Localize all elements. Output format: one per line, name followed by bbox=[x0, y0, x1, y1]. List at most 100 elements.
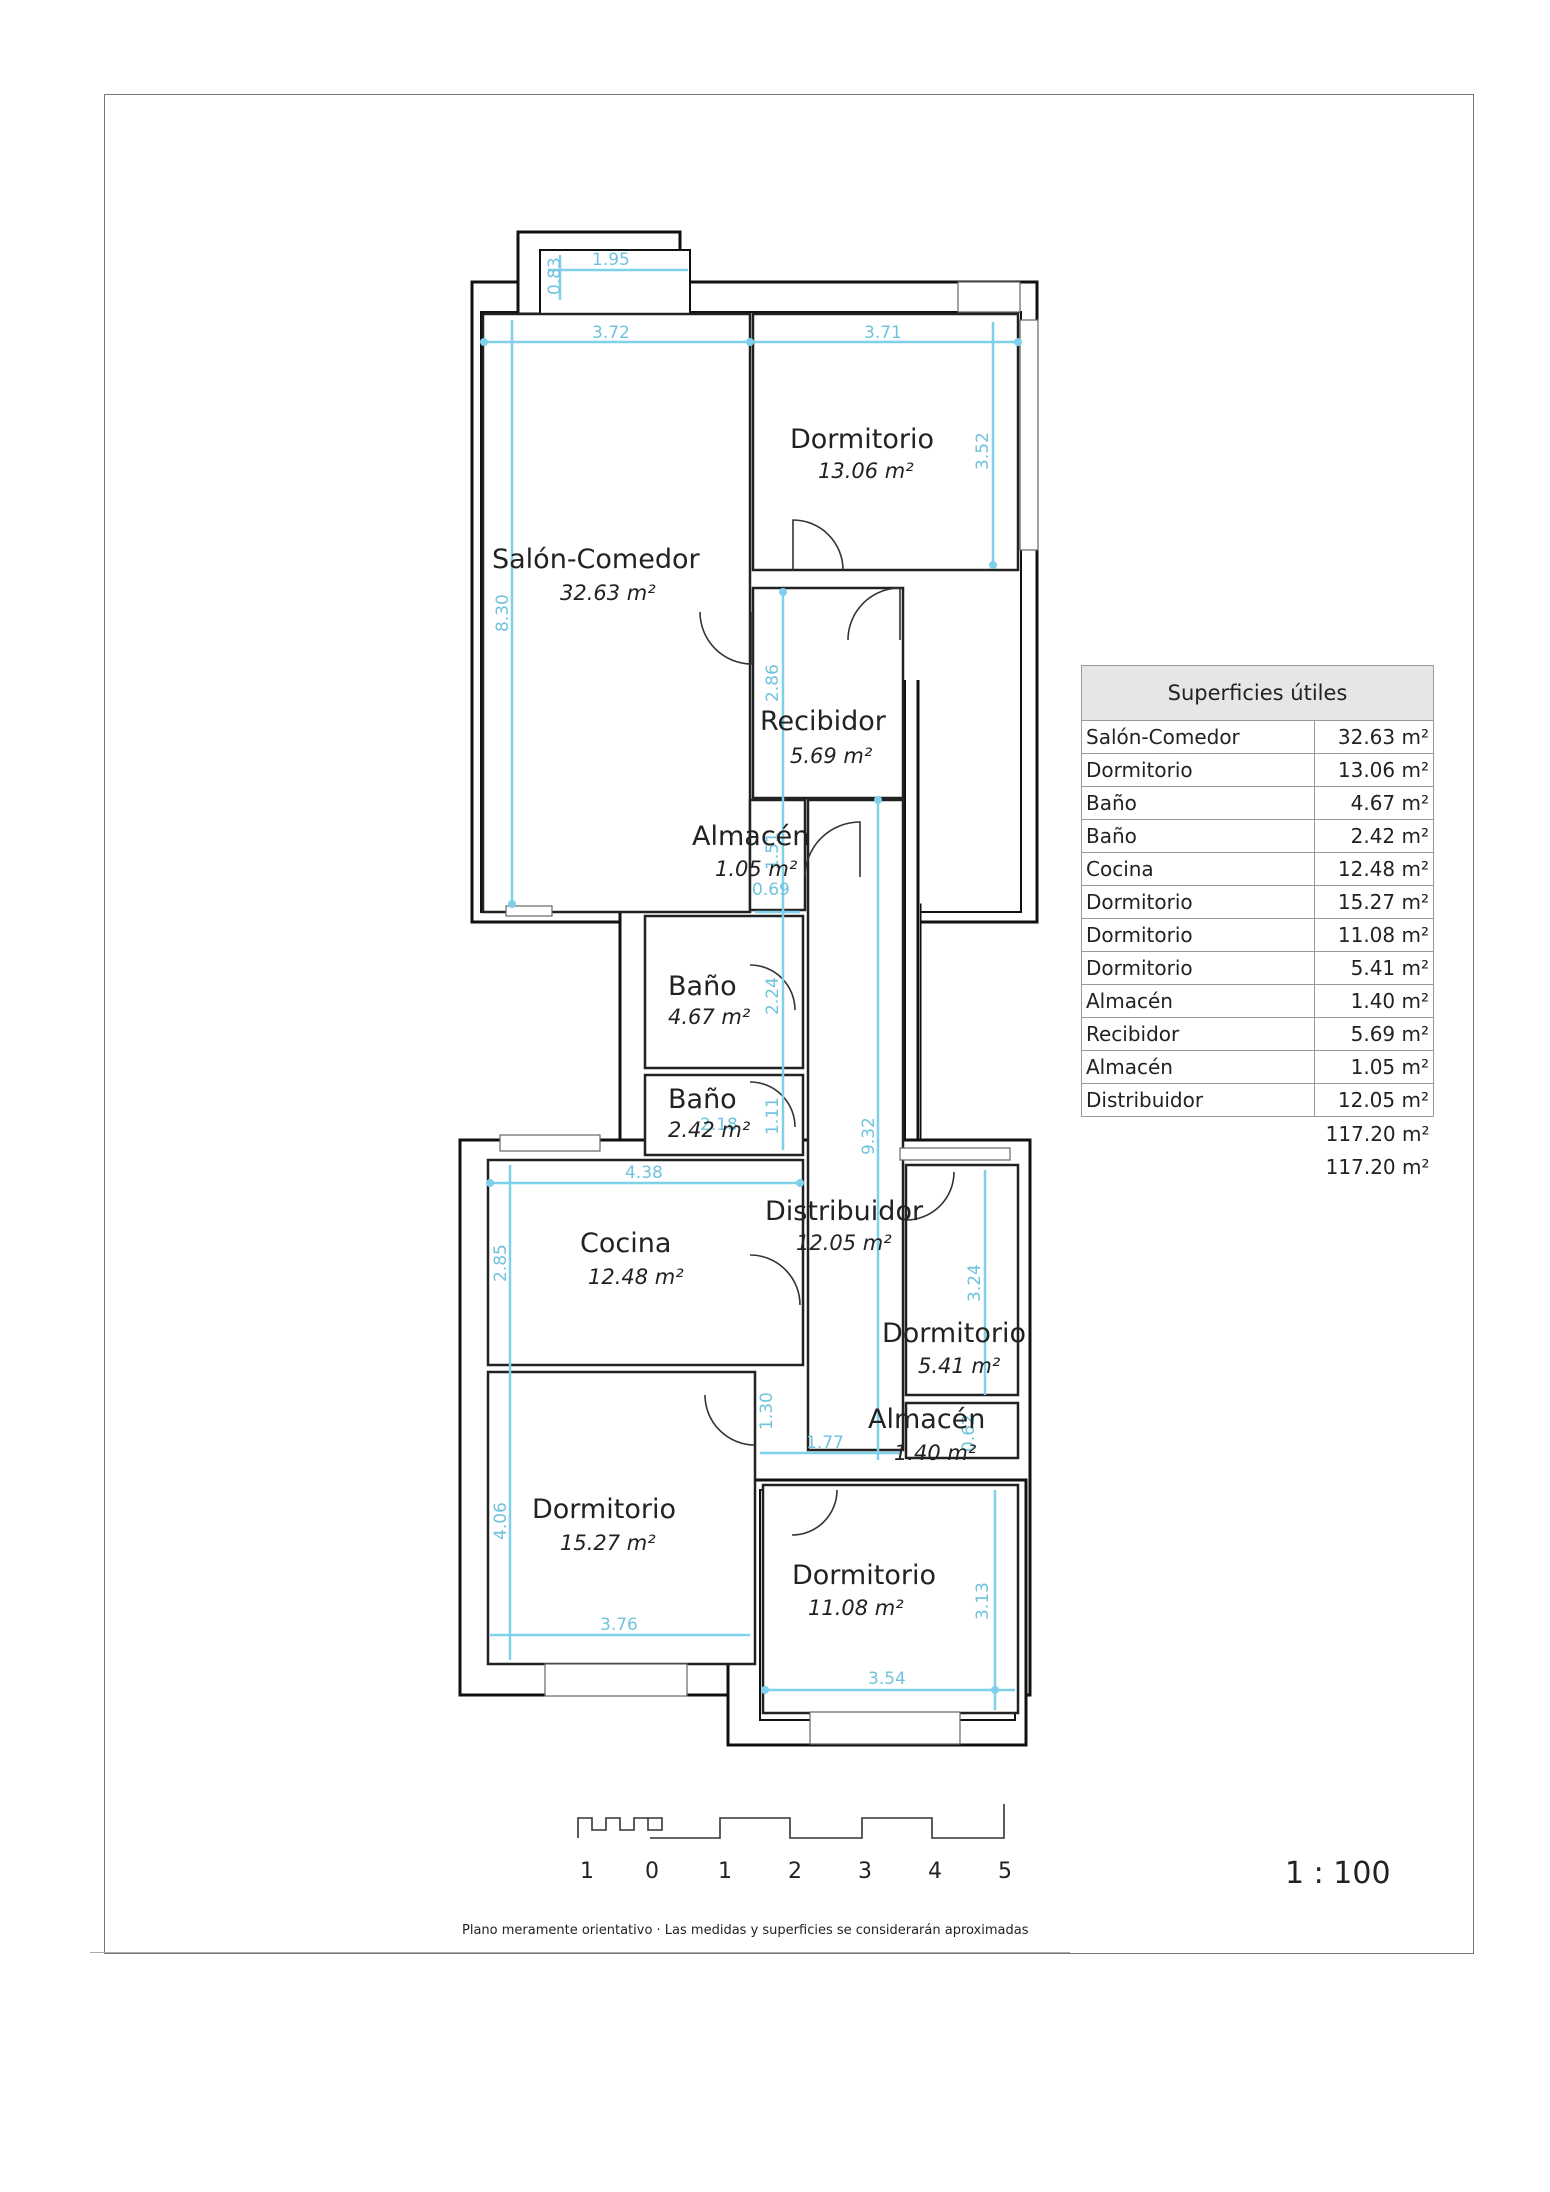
room-name-almacen1: Almacén bbox=[692, 821, 809, 852]
room-dorm3 bbox=[486, 1370, 757, 1666]
dim-dorm1-d: 3.52 bbox=[973, 432, 993, 470]
row-value: 12.05 m² bbox=[1314, 1083, 1434, 1117]
row-name: Dormitorio bbox=[1081, 885, 1315, 919]
dim-dorm3-d: 4.06 bbox=[491, 1502, 511, 1540]
room-area-dorm-small: 5.41 m² bbox=[918, 1354, 1001, 1378]
room-name-recibidor: Recibidor bbox=[760, 706, 887, 737]
row-value: 13.06 m² bbox=[1314, 753, 1434, 787]
room-area-almacen2: 1.40 m² bbox=[894, 1441, 977, 1465]
room-name-salon: Salón-Comedor bbox=[492, 544, 701, 575]
room-dorm4 bbox=[761, 1483, 1020, 1715]
dim-almacen2-d: 0.62 bbox=[959, 1414, 979, 1452]
row-name: Recibidor bbox=[1081, 1017, 1315, 1051]
row-value: 1.05 m² bbox=[1314, 1050, 1434, 1084]
row-value: 32.63 m² bbox=[1314, 720, 1434, 754]
scale-num-2: 1 bbox=[718, 1859, 732, 1884]
dim-cocina-w: 4.38 bbox=[625, 1163, 663, 1183]
disclaimer-note: Plano meramente orientativo · Las medida… bbox=[462, 1923, 1029, 1938]
dim-dorm-small-d: 3.24 bbox=[965, 1264, 985, 1302]
dim-balcony-w: 1.95 bbox=[592, 250, 630, 270]
row-name: Dormitorio bbox=[1081, 951, 1315, 985]
row-value: 1.40 m² bbox=[1314, 984, 1434, 1018]
row-name: Salón-Comedor bbox=[1081, 720, 1315, 754]
row-name: Baño bbox=[1081, 819, 1315, 853]
dim-dorm3-w: 3.76 bbox=[600, 1615, 638, 1635]
scale-num-3: 2 bbox=[788, 1859, 802, 1884]
room-area-dorm1: 13.06 m² bbox=[818, 459, 914, 483]
room-area-distribuidor: 12.05 m² bbox=[796, 1231, 892, 1255]
room-distribuidor bbox=[806, 798, 905, 1452]
row-name: Baño bbox=[1081, 786, 1315, 820]
room-name-dorm-small: Dormitorio bbox=[882, 1318, 1026, 1349]
total-row: 117.20 m² bbox=[1082, 1150, 1434, 1183]
row-name: Almacén bbox=[1081, 1050, 1315, 1084]
scale-ratio: 1 : 100 bbox=[1285, 1856, 1391, 1891]
scale-num-0: 1 bbox=[580, 1859, 594, 1884]
dim-bano2-w: 2.18 bbox=[700, 1115, 738, 1135]
dim-almacen1-d: 1.51 bbox=[763, 832, 783, 870]
total-row: 117.20 m² bbox=[1082, 1117, 1434, 1151]
room-area-bano2: 2.42 m² bbox=[668, 1118, 751, 1142]
scale-bar: 1 0 1 2 3 4 5 bbox=[577, 1804, 1012, 1884]
room-area-recibidor: 5.69 m² bbox=[790, 744, 873, 768]
row-value: 11.08 m² bbox=[1314, 918, 1434, 952]
row-name: Almacén bbox=[1081, 984, 1315, 1018]
dim-dorm4-d: 3.13 bbox=[973, 1582, 993, 1620]
interior-rooms bbox=[481, 312, 1020, 1715]
row-value: 2.42 m² bbox=[1314, 819, 1434, 853]
row-name: Distribuidor bbox=[1081, 1083, 1315, 1117]
room-salon bbox=[481, 312, 752, 914]
room-bano1 bbox=[643, 914, 805, 1070]
scale-num-1: 0 bbox=[645, 1859, 659, 1884]
room-name-bano2: Baño bbox=[668, 1084, 737, 1115]
dimension-labels: 1.95 0.83 3.72 3.71 3.52 8.30 2.86 1.51 … bbox=[491, 250, 993, 1689]
dimension-lines bbox=[480, 255, 1022, 1710]
room-dorm-small bbox=[904, 1163, 1020, 1397]
dim-dorm1-w: 3.71 bbox=[864, 323, 902, 343]
dim-pass-w: 1.77 bbox=[806, 1433, 844, 1453]
scale-num-5: 4 bbox=[928, 1859, 942, 1884]
dim-bano1-d: 2.24 bbox=[763, 977, 783, 1015]
dim-balcony-d: 0.83 bbox=[545, 257, 565, 295]
row-value: 15.27 m² bbox=[1314, 885, 1434, 919]
room-name-distribuidor: Distribuidor bbox=[765, 1196, 924, 1227]
row-value: 12.48 m² bbox=[1314, 852, 1434, 886]
areas-table-title: Superficies útiles bbox=[1081, 665, 1434, 721]
room-area-dorm3: 15.27 m² bbox=[560, 1531, 656, 1555]
room-name-dorm3: Dormitorio bbox=[532, 1494, 676, 1525]
row-name: Dormitorio bbox=[1081, 753, 1315, 787]
room-almacen1 bbox=[748, 798, 807, 912]
dim-corridor: 9.32 bbox=[859, 1117, 879, 1155]
row-name: Cocina bbox=[1081, 852, 1315, 886]
row-value: 5.69 m² bbox=[1314, 1017, 1434, 1051]
row-value: 4.67 m² bbox=[1314, 786, 1434, 820]
scale-num-4: 3 bbox=[858, 1859, 872, 1884]
room-dorm1 bbox=[751, 312, 1020, 572]
room-name-cocina: Cocina bbox=[580, 1228, 671, 1259]
room-area-almacen1: 1.05 m² bbox=[715, 857, 798, 881]
room-name-dorm4: Dormitorio bbox=[792, 1560, 936, 1591]
room-cocina bbox=[486, 1158, 805, 1367]
room-area-cocina: 12.48 m² bbox=[588, 1265, 684, 1289]
room-area-dorm4: 11.08 m² bbox=[808, 1596, 904, 1620]
dim-dorm4-w: 3.54 bbox=[868, 1669, 906, 1689]
dim-pass-d: 1.30 bbox=[757, 1392, 777, 1430]
room-name-dorm1: Dormitorio bbox=[790, 424, 934, 455]
row-value: 5.41 m² bbox=[1314, 951, 1434, 985]
dim-salon-d: 8.30 bbox=[493, 594, 513, 632]
room-bano2 bbox=[643, 1073, 805, 1157]
room-area-bano1: 4.67 m² bbox=[668, 1005, 751, 1029]
room-area-salon: 32.63 m² bbox=[560, 581, 656, 605]
row-name: Dormitorio bbox=[1081, 918, 1315, 952]
total-2: 117.20 m² bbox=[1325, 1154, 1430, 1179]
